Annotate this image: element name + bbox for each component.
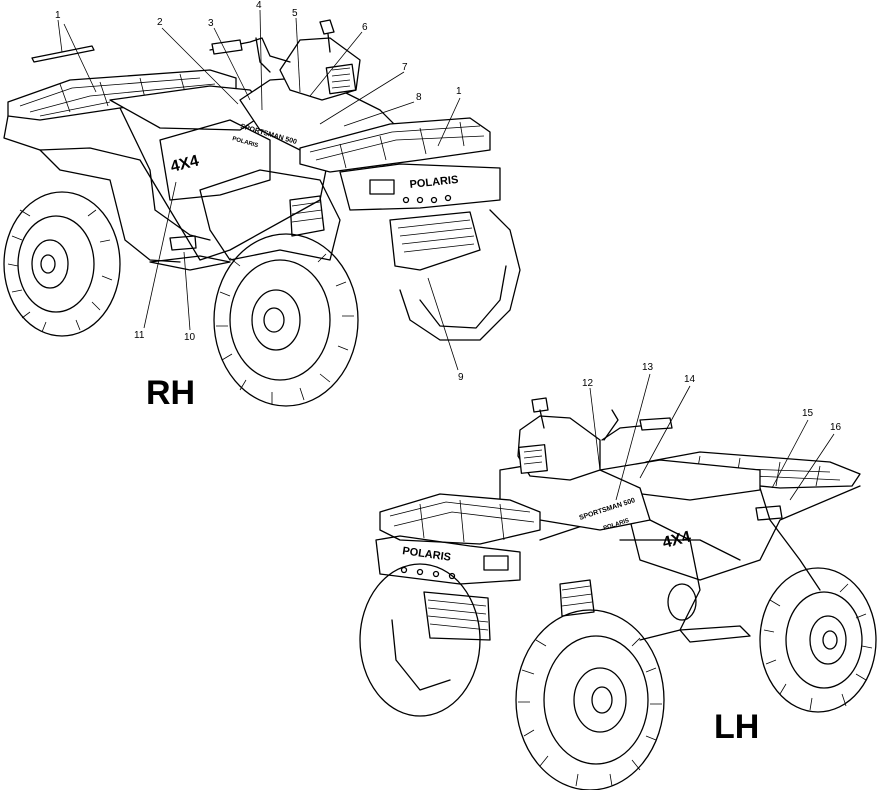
callout-10: 10: [184, 332, 196, 343]
callout-13: 13: [642, 362, 654, 373]
callout-9: 9: [458, 372, 464, 383]
rh-hood-decal: POLARIS: [231, 136, 258, 149]
rh-body: [3, 85, 341, 263]
callout-14: 14: [684, 374, 696, 385]
rh-front-end: [289, 163, 501, 271]
rh-4x4-decal: 4X4: [169, 152, 201, 175]
lh-front-end: [375, 535, 595, 641]
lh-view-label: LH: [714, 708, 759, 746]
callout-5: 5: [292, 8, 298, 19]
callout-1a: 1: [55, 10, 61, 21]
callout-1b: 1: [456, 86, 462, 97]
lh-atv-drawing: 4X4 POLARIS SPORTSMAN 500 POLARIS LH: [359, 397, 877, 790]
lh-engine-cover: [667, 583, 697, 621]
lh-callouts: 12 13 14 15 16: [582, 362, 842, 501]
callout-16: 16: [830, 422, 842, 433]
lh-grip: [639, 417, 673, 431]
callout-3: 3: [208, 18, 214, 29]
callout-15: 15: [802, 408, 814, 419]
rh-far-wheel: [399, 209, 521, 341]
lh-rear-wheel: [759, 567, 877, 713]
rh-brand-decal: POLARIS: [409, 174, 459, 191]
rh-small-decal: [169, 235, 197, 251]
rh-footrest: [149, 255, 231, 271]
lh-footrest: [679, 625, 751, 643]
rh-front-wheel: [213, 233, 359, 407]
lh-front-wheel: [515, 609, 665, 790]
rh-atv-drawing: 4X4 POLARIS SPORTSMAN 500 POLARIS RH: [3, 19, 521, 412]
lh-brand-decal: POLARIS: [402, 545, 452, 564]
rh-front-rack: [299, 117, 491, 173]
rh-callouts: 1 2 3 4 5 6 7 8 1 9 10 11: [55, 0, 464, 383]
lh-small-decal: [755, 505, 783, 521]
callout-8: 8: [416, 92, 422, 103]
lh-4x4-decal: 4X4: [661, 528, 693, 551]
callout-12: 12: [582, 378, 594, 389]
rh-loose-decal-strip: [31, 45, 95, 63]
callout-6: 6: [362, 22, 368, 33]
callout-2: 2: [157, 17, 163, 28]
lh-front-rack: [379, 493, 541, 545]
rh-view-label: RH: [146, 374, 195, 412]
callout-11: 11: [134, 330, 145, 341]
rh-rear-wheel: [3, 191, 121, 337]
callout-7: 7: [402, 62, 408, 73]
lh-far-front-wheel: [359, 563, 481, 717]
rh-grip: [211, 39, 243, 55]
callout-4: 4: [256, 0, 262, 11]
